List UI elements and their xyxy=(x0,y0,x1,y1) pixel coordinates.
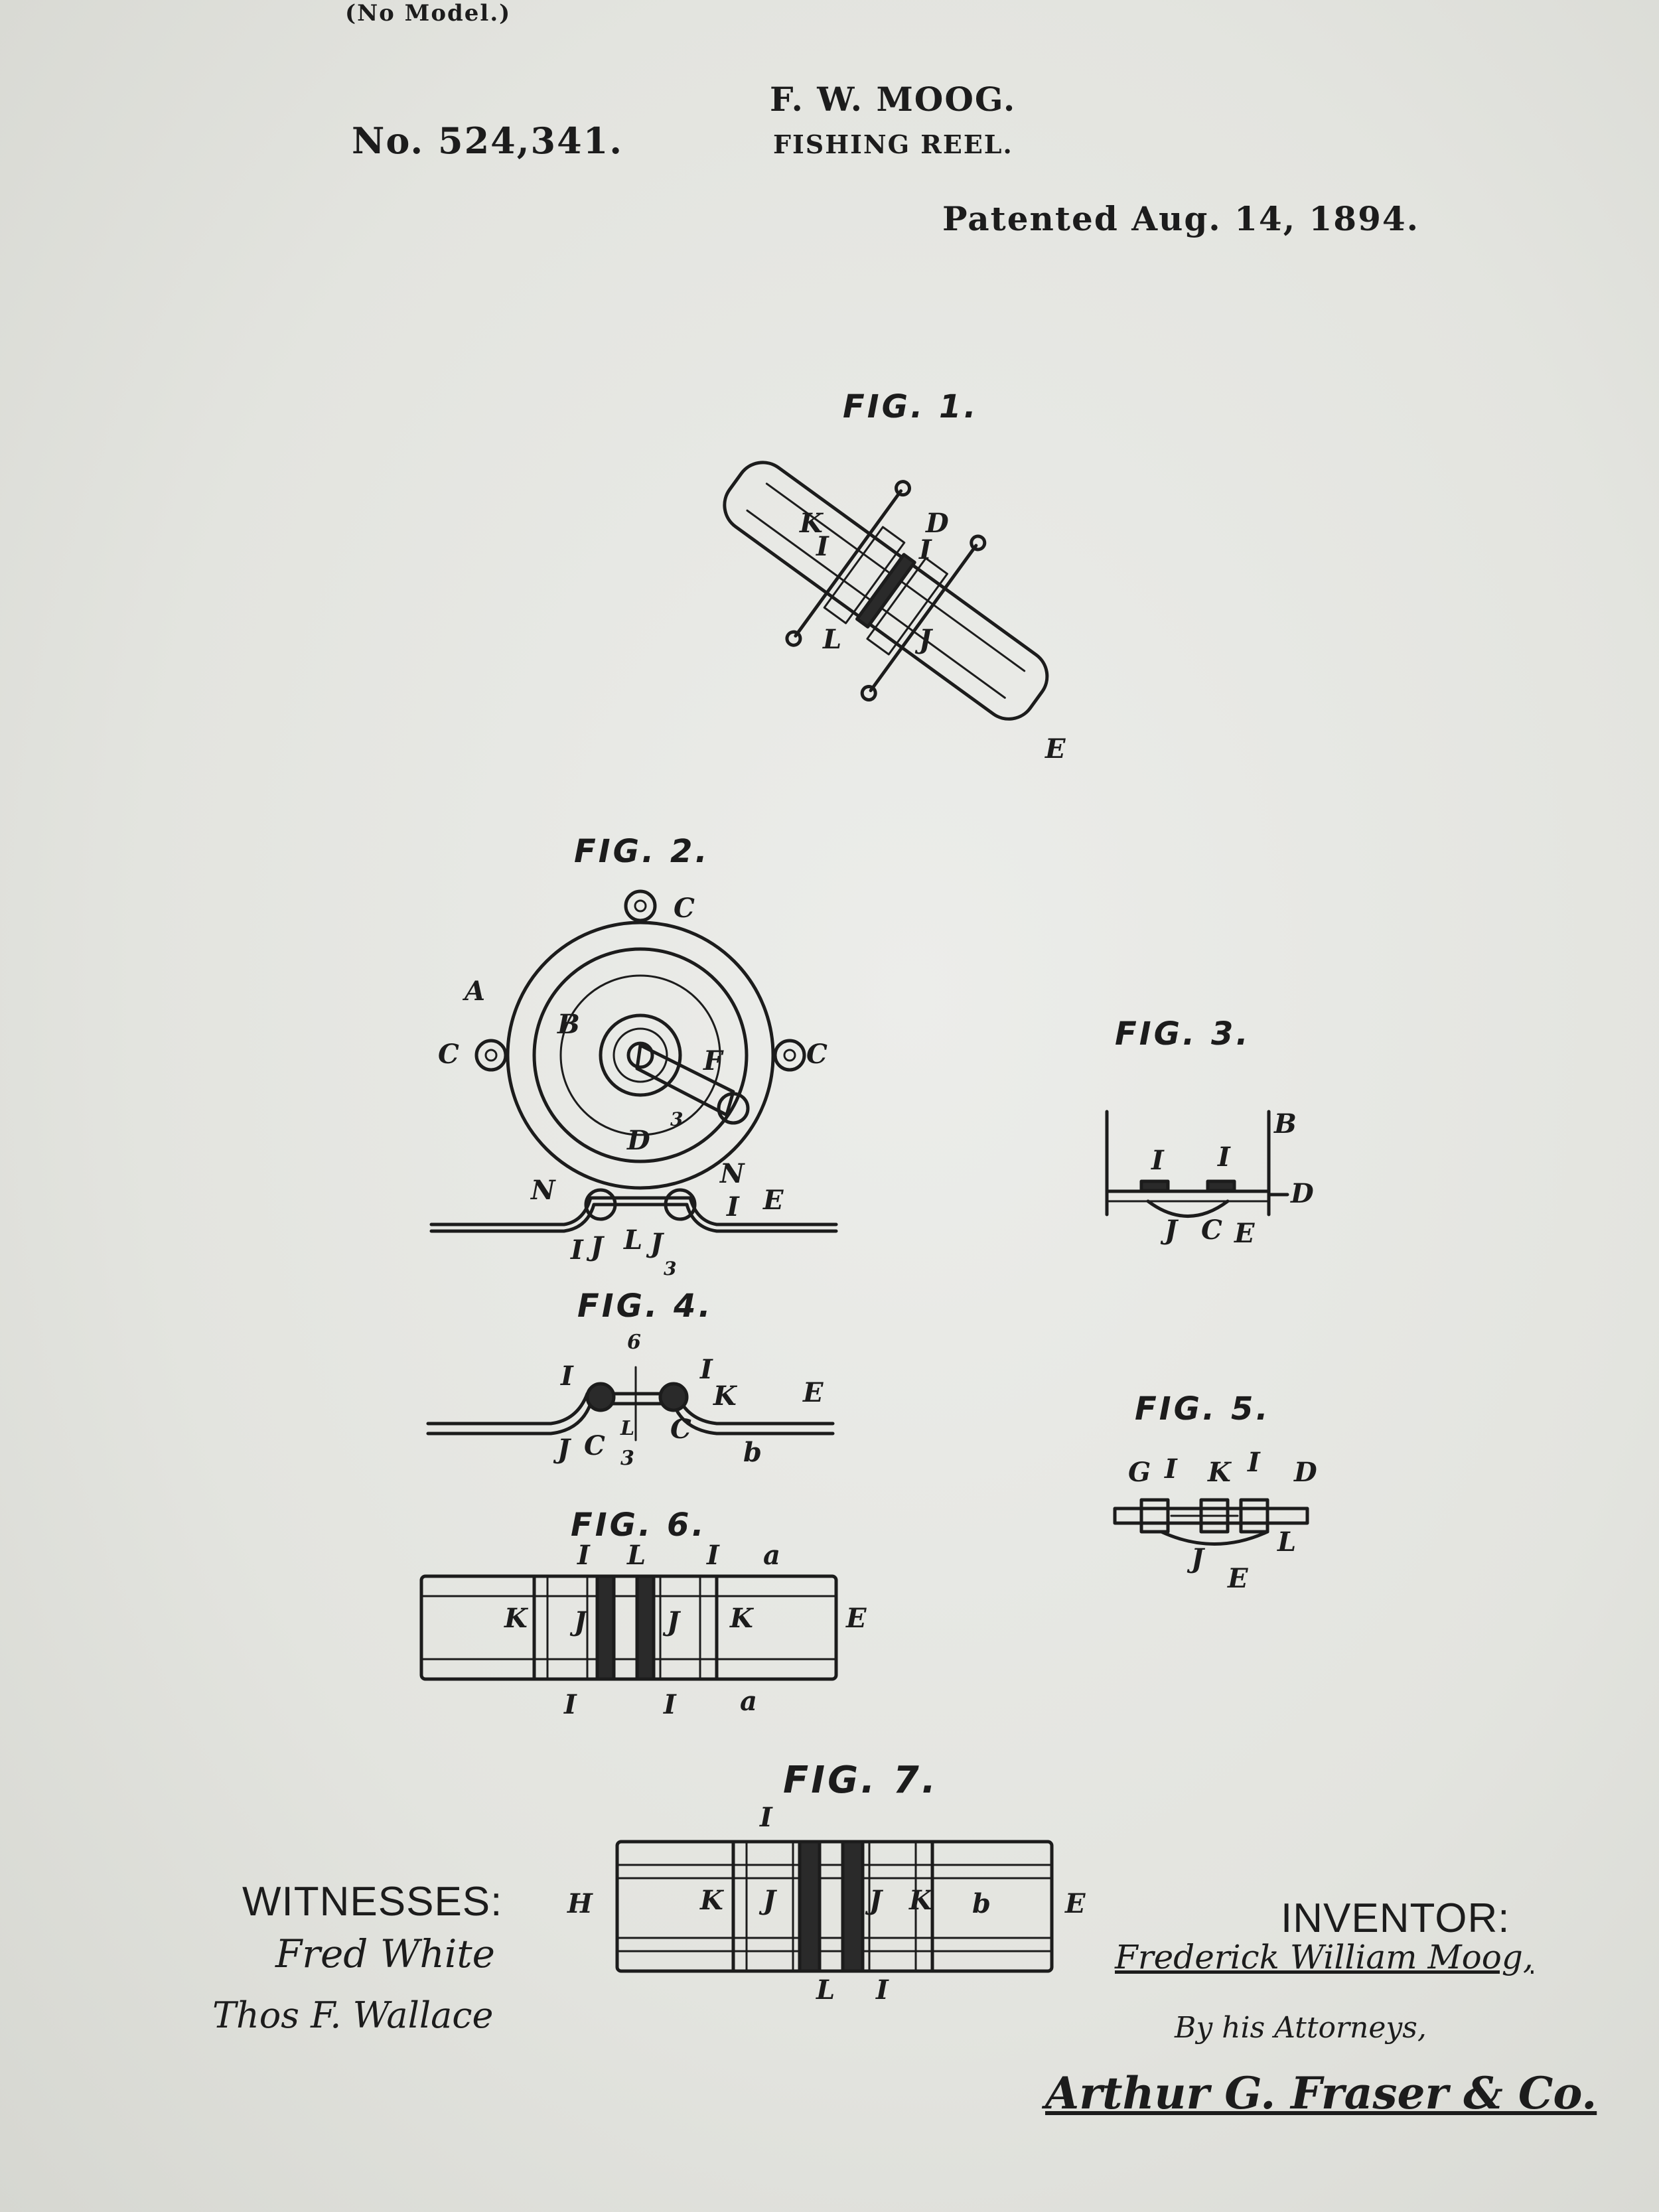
patented-date: Patented Aug. 14, 1894. xyxy=(942,199,1420,238)
fig7-label-K: K xyxy=(909,1885,932,1916)
witnesses-heading: WITNESSES: xyxy=(242,1879,503,1925)
fig5-label-J: J xyxy=(1191,1543,1204,1574)
fig1-label-L: L xyxy=(823,624,842,655)
fig7-label-E: E xyxy=(1065,1888,1086,1919)
fig4-label-J: J xyxy=(557,1434,570,1465)
fig6-label-L: L xyxy=(627,1540,646,1571)
attorneys-by-line: By his Attorneys, xyxy=(1175,2011,1427,2045)
fig6-label-K: K xyxy=(504,1603,528,1634)
fig2-label-C: C xyxy=(674,893,695,924)
fig5-label-D: D xyxy=(1294,1457,1317,1488)
fig4-label-6: 6 xyxy=(627,1331,641,1354)
fig3-label-E: E xyxy=(1234,1218,1255,1249)
fig5-title: FIG. 5. xyxy=(1135,1390,1271,1428)
fig7-title: FIG. 7. xyxy=(783,1759,939,1802)
fig3-label-D: D xyxy=(1291,1178,1314,1209)
fig6-label-J: J xyxy=(667,1606,680,1637)
fig3-label-I: I xyxy=(1151,1145,1164,1176)
fig1-label-I: I xyxy=(816,531,829,562)
fig7-label-I: I xyxy=(876,1974,889,2006)
fig6-label-I: I xyxy=(577,1540,590,1571)
fig6-label-E: E xyxy=(846,1603,867,1634)
fig4-drawing xyxy=(426,1366,835,1441)
fig2-label-J: J xyxy=(591,1231,603,1262)
fig1-label-J: J xyxy=(919,624,932,655)
fig2-label-N: N xyxy=(720,1158,745,1189)
witness-signature-2: Thos F. Wallace xyxy=(212,1994,494,2036)
fig3-drawing xyxy=(1105,1110,1289,1218)
fig2-label-L: L xyxy=(624,1224,643,1256)
fig2-label-3: 3 xyxy=(664,1258,677,1280)
patent-title: FISHING REEL. xyxy=(773,129,1013,159)
fig2-label-3: 3 xyxy=(670,1108,684,1130)
fig1-label-D: D xyxy=(926,508,949,539)
fig2-label-I: I xyxy=(727,1191,739,1222)
fig7-label-L: L xyxy=(816,1974,835,2006)
fig4-label-L: L xyxy=(620,1417,635,1440)
fig7-label-J: J xyxy=(869,1885,882,1916)
fig3-label-B: B xyxy=(1274,1108,1297,1140)
fig1-label-I: I xyxy=(919,534,932,565)
fig7-label-J: J xyxy=(763,1885,776,1916)
fig3-label-I: I xyxy=(1218,1142,1230,1173)
fig6-label-J: J xyxy=(574,1606,587,1637)
fig2-label-B: B xyxy=(557,1009,580,1040)
attorney-signature: Arthur G. Fraser & Co. xyxy=(1045,2067,1597,2119)
fig4-label-I: I xyxy=(561,1361,573,1392)
fig2-label-I: I xyxy=(571,1234,583,1266)
fig6-label-I: I xyxy=(564,1689,577,1720)
fig2-label-N: N xyxy=(531,1175,555,1206)
fig2-label-E: E xyxy=(763,1185,784,1216)
fig7-label-K: K xyxy=(700,1885,723,1916)
fig2-label-F: F xyxy=(703,1045,723,1076)
fig5-label-L: L xyxy=(1277,1526,1297,1558)
fig6-label-I: I xyxy=(707,1540,719,1571)
fig4-title: FIG. 4. xyxy=(577,1288,713,1325)
fig7-drawing xyxy=(615,1840,1054,1973)
fig4-label-C: C xyxy=(584,1430,605,1461)
fig1-label-K: K xyxy=(800,508,823,539)
inventor-name-header: F. W. MOOG. xyxy=(770,80,1017,119)
fig7-label-H: H xyxy=(567,1888,593,1919)
fig5-label-I: I xyxy=(1165,1453,1177,1485)
fig6-drawing xyxy=(419,1574,838,1681)
inventor-signature: Frederick William Moog, xyxy=(1115,1938,1534,1976)
fig4-label-K: K xyxy=(713,1380,737,1412)
fig4-label-I: I xyxy=(700,1354,713,1385)
fig5-label-E: E xyxy=(1228,1563,1248,1594)
fig1-drawing xyxy=(723,461,1049,721)
fig7-label-I: I xyxy=(760,1802,772,1833)
no-model-note: (No Model.) xyxy=(345,0,512,27)
fig3-title: FIG. 3. xyxy=(1115,1015,1251,1053)
fig2-label-A: A xyxy=(465,976,486,1007)
fig3-label-J: J xyxy=(1165,1215,1177,1246)
fig6-label-K: K xyxy=(730,1603,753,1634)
fig2-label-C: C xyxy=(438,1039,459,1070)
fig4-label-b: b xyxy=(743,1437,762,1468)
fig6-label-a: a xyxy=(740,1686,757,1717)
fig2-label-J: J xyxy=(650,1228,663,1259)
fig6-label-I: I xyxy=(664,1689,676,1720)
fig4-label-3: 3 xyxy=(620,1447,634,1470)
fig4-label-E: E xyxy=(803,1377,824,1408)
fig2-label-D: D xyxy=(627,1125,650,1156)
fig5-label-I: I xyxy=(1248,1447,1260,1478)
fig5-drawing xyxy=(1113,1498,1309,1546)
fig1-title: FIG. 1. xyxy=(843,388,979,425)
fig6-label-a: a xyxy=(763,1540,780,1571)
fig3-label-C: C xyxy=(1201,1215,1222,1246)
fig1-label-E: E xyxy=(1045,733,1066,765)
inventor-heading: INVENTOR: xyxy=(1281,1895,1510,1941)
patent-number: No. 524,341. xyxy=(352,119,624,162)
fig7-label-b: b xyxy=(972,1888,991,1919)
fig2-label-C: C xyxy=(806,1039,828,1070)
fig6-title: FIG. 6. xyxy=(571,1507,707,1544)
fig5-label-G: G xyxy=(1128,1457,1151,1488)
fig2-title: FIG. 2. xyxy=(574,833,710,870)
witness-signature-1: Fred White xyxy=(275,1931,496,1976)
fig4-label-C: C xyxy=(670,1414,691,1445)
fig5-label-K: K xyxy=(1208,1457,1231,1488)
fig2-drawing xyxy=(429,889,838,1233)
